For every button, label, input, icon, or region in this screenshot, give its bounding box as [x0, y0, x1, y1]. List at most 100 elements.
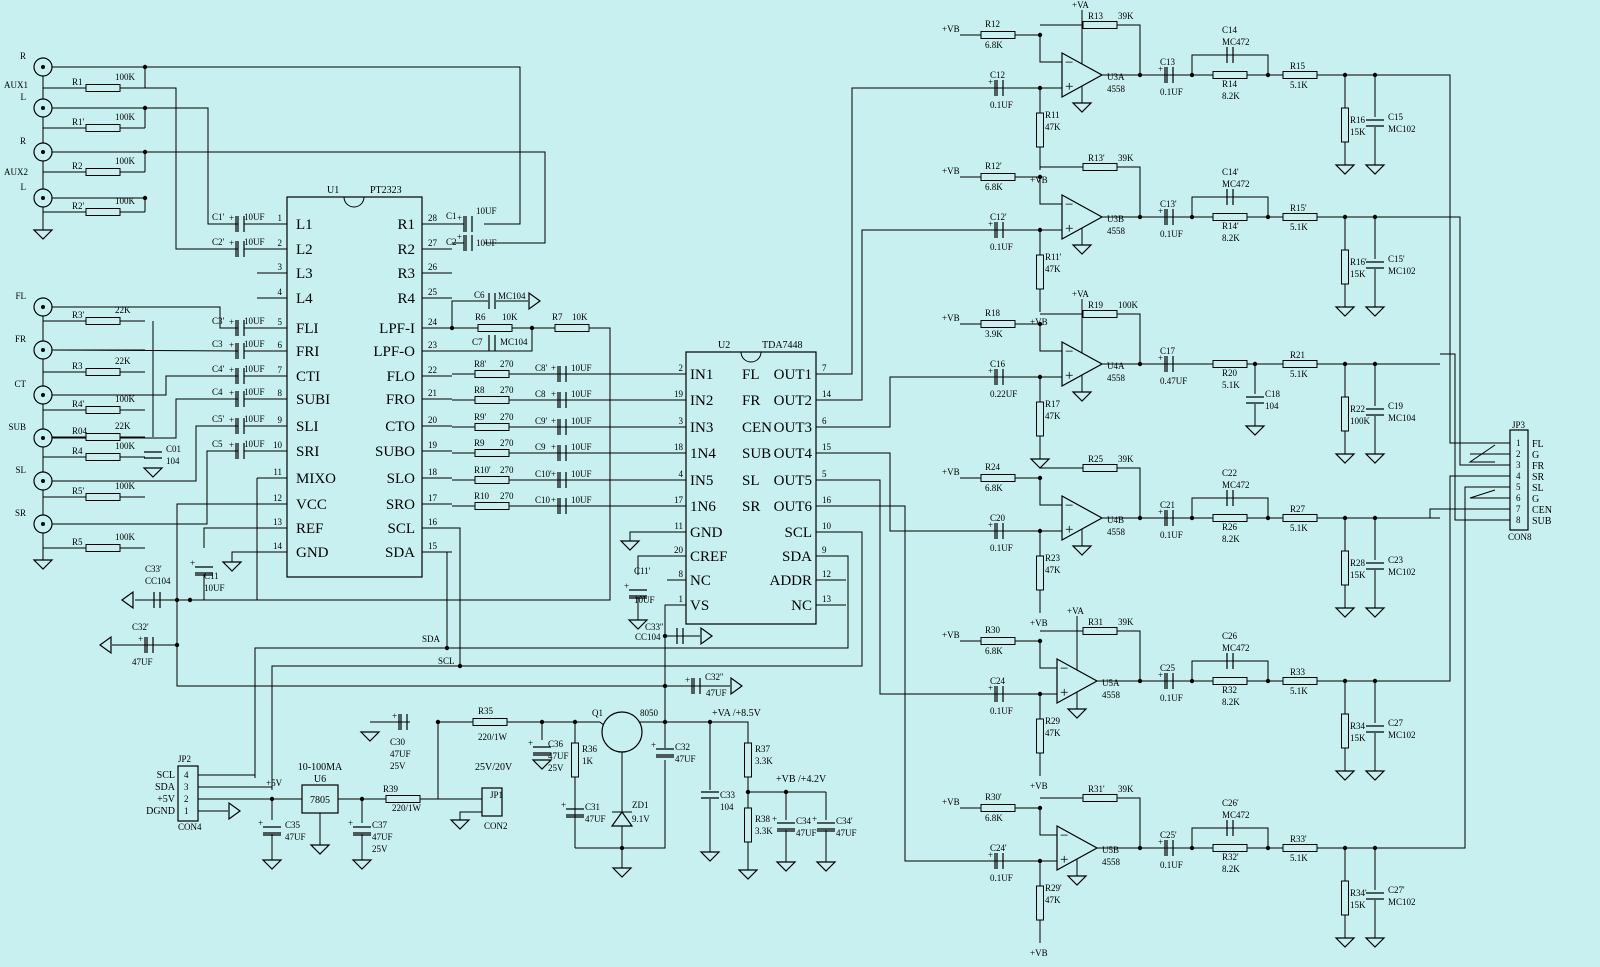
resistor	[1036, 401, 1044, 437]
couple-cv: 10UF	[571, 389, 592, 399]
u1-pin-num: 6	[278, 340, 283, 350]
stage-ca: C22	[1222, 468, 1237, 478]
junction-dot	[1342, 845, 1348, 851]
junction-dot	[1372, 214, 1378, 220]
rca-jack-pin	[41, 393, 45, 397]
c6-val: MC104	[498, 291, 526, 301]
junction-dot	[1037, 321, 1043, 327]
plus-sign: +	[457, 213, 462, 223]
ground-icon	[737, 869, 759, 880]
resistor	[474, 396, 510, 404]
u2-pin-name: IN3	[690, 420, 713, 436]
ground-icon	[1071, 244, 1093, 255]
plus-sign: +	[229, 415, 234, 425]
input-res-ref: R3'	[72, 310, 85, 320]
r35-val: 220/1W	[478, 732, 508, 742]
opamp-plus: +	[1065, 368, 1073, 384]
junction-dot	[1137, 515, 1143, 521]
stage-route	[846, 505, 990, 862]
stage-vb: +VB	[942, 467, 960, 477]
u1-pin-num: 11	[273, 467, 282, 477]
c33p-ref: C33'	[145, 564, 162, 574]
stage-opamp-ref: U3A	[1107, 72, 1125, 82]
junction-dot	[1137, 678, 1143, 684]
plus-sign: +	[624, 581, 629, 591]
c33p-val: CC104	[145, 576, 171, 586]
stage-in-wire	[960, 477, 1062, 506]
u1-pin-num: 22	[428, 365, 437, 375]
resistor	[1341, 550, 1349, 586]
c34p-ref: C34'	[836, 816, 853, 826]
c36-ref: C36	[548, 739, 564, 749]
plus-sign: +	[772, 814, 777, 824]
stage-bvb: +VB	[1030, 781, 1048, 791]
stage-r3: R33'	[1290, 834, 1307, 844]
u1-pin-num: 23	[428, 340, 438, 350]
c33-val: 104	[720, 802, 734, 812]
r38-ref: R38	[755, 814, 771, 824]
jp1-connector	[481, 787, 503, 817]
u1-pin-num: 5	[278, 317, 283, 327]
input-res-val: 100K	[115, 156, 136, 166]
input-cap-val: 10UF	[244, 439, 265, 449]
u2-pin-name: 1N4	[690, 446, 716, 462]
u1-pin-name: L1	[296, 217, 313, 233]
jp2-pin-num: 1	[184, 806, 189, 816]
u1-pin-name: R1	[397, 217, 415, 233]
resistor	[980, 474, 1016, 482]
couple-r: R8	[474, 385, 485, 395]
jp2-pin-num: 4	[184, 770, 189, 780]
opamp-minus: −	[1060, 661, 1068, 677]
input-res-ref: R3	[72, 361, 83, 371]
junction-dot	[529, 325, 535, 331]
c31-val: 47UF	[585, 814, 606, 824]
stage-r4: R16'	[1350, 257, 1367, 267]
jack-label: SL	[15, 465, 26, 475]
resistor	[1341, 880, 1349, 916]
ground-arrow-icon	[120, 590, 134, 610]
u1-pin-name: L3	[296, 266, 313, 282]
junction-dot	[572, 719, 578, 725]
u2-pin-num: 2	[679, 363, 684, 373]
c33pp-val: CC104	[635, 632, 661, 642]
q1-transistor-icon	[601, 711, 643, 753]
stage-cinv: 0.1UF	[990, 706, 1013, 716]
stage-cinv: 0.1UF	[990, 242, 1013, 252]
plus-sign: +	[1158, 206, 1163, 216]
stage-opamp-part: 4558	[1107, 226, 1126, 236]
stage-rin: R18	[985, 308, 1001, 318]
couple-c: C9	[535, 442, 546, 452]
u2-pin-name: OUT3	[774, 420, 812, 436]
stage-c5: C15'	[1388, 254, 1405, 264]
plus-sign: +	[1158, 64, 1163, 74]
resistor	[1036, 718, 1044, 754]
stage-cout: C13	[1160, 57, 1176, 67]
input-cap-ref: C2'	[212, 237, 225, 247]
u1-pin-name: SRO	[386, 497, 415, 513]
stage-bvb: +VB	[1030, 175, 1048, 185]
u2-pin-num: 8	[679, 569, 684, 579]
resistor	[1282, 71, 1318, 79]
stage-rf: R13'	[1088, 153, 1105, 163]
stage-in-wire	[960, 640, 1057, 669]
stage-cout: C17	[1160, 346, 1176, 356]
stage-c5: C15	[1388, 112, 1404, 122]
c35-ref: C35	[285, 820, 301, 830]
u2-ref: U2	[718, 340, 730, 351]
opamp-icon	[1061, 340, 1104, 388]
u6-ref: U6	[314, 774, 326, 785]
stage-r2: R32'	[1222, 852, 1239, 862]
opamp-plus: +	[1065, 79, 1073, 95]
opamp-plus: +	[1065, 221, 1073, 237]
stage-cin: C20	[990, 513, 1006, 523]
opamp-icon	[1061, 494, 1104, 542]
u2-mid-name: FR	[742, 393, 760, 409]
resistor	[1341, 107, 1349, 143]
ground-icon	[261, 859, 283, 870]
ground-icon	[351, 859, 373, 870]
u2-mid-name: FL	[742, 367, 760, 383]
ground-icon	[32, 559, 54, 570]
w	[1440, 353, 1470, 521]
junction-dot	[444, 645, 450, 651]
